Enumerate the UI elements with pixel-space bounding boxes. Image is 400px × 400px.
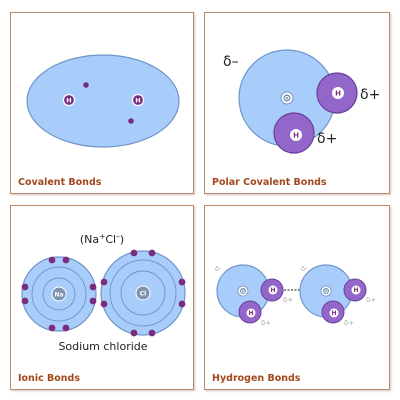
partial-positive-label-bottom: δ+ — [261, 319, 271, 327]
partial-positive-label-bottom: δ+ — [317, 131, 337, 147]
svg-text:O: O — [324, 289, 328, 295]
water-molecule-1: O H H δ- δ+ δ+ — [215, 264, 293, 327]
svg-text:H: H — [66, 97, 71, 105]
covalent-bond-diagram: H H — [26, 54, 180, 148]
partial-negative-label: δ- — [215, 265, 222, 273]
partial-positive-label-top: δ+ — [366, 296, 376, 304]
panel-caption: Ionic Bonds — [18, 373, 81, 384]
hydrogen-bonds-panel: O H H δ- δ+ δ+ O H H δ- δ+ δ+ Hydr — [204, 205, 390, 390]
covalent-bonds-panel: H H Covalent Bonds — [10, 12, 194, 194]
shared-electron — [83, 82, 89, 88]
svg-text:H: H — [135, 97, 140, 105]
chlorine-electrons — [100, 249, 186, 337]
ionic-bond-diagram: (Na+Cl–) Na Cl Sodi — [21, 232, 186, 353]
svg-text:O: O — [241, 289, 245, 295]
water-molecule-2: O H H δ- δ+ δ+ — [299, 264, 376, 327]
hydrogen-nucleus-top: H — [332, 87, 344, 99]
svg-text:H: H — [293, 132, 299, 140]
polar-covalent-bonds-panel: O H H δ– δ+ δ+ Polar Covalent Bonds — [204, 12, 390, 194]
svg-text:O: O — [285, 96, 290, 102]
hydrogen-bond-diagram: O H H δ- δ+ δ+ O H H δ- δ+ δ+ — [215, 264, 376, 327]
panel-caption: Hydrogen Bonds — [212, 373, 301, 384]
ionic-formula: (Na+Cl–) — [80, 232, 124, 246]
svg-text:H: H — [248, 310, 253, 317]
partial-positive-label-top: δ+ — [283, 296, 293, 304]
oxygen-nucleus: O — [280, 91, 294, 105]
partial-negative-label: δ- — [301, 265, 308, 273]
partial-negative-label: δ– — [223, 54, 239, 70]
svg-text:H: H — [335, 90, 341, 98]
svg-text:Cl: Cl — [140, 290, 146, 297]
partial-positive-label-bottom: δ+ — [344, 319, 354, 327]
polar-covalent-diagram: O H H δ– δ+ δ+ — [223, 49, 380, 154]
svg-text:H: H — [353, 287, 358, 294]
partial-positive-label-top: δ+ — [360, 87, 380, 103]
compound-name: Sodium chloride — [58, 340, 147, 353]
svg-text:H: H — [331, 310, 336, 317]
hydrogen-nucleus-right: H — [131, 93, 145, 107]
svg-text:Na: Na — [54, 291, 63, 298]
hydrogen-nucleus-left: H — [62, 93, 76, 107]
sodium-ion: Na — [21, 256, 97, 332]
shared-electron — [128, 118, 134, 124]
shared-electron-cloud — [26, 54, 180, 148]
panel-caption: Covalent Bonds — [18, 177, 102, 188]
sodium-electrons — [21, 256, 97, 332]
chlorine-ion: Cl — [100, 250, 186, 336]
svg-text:H: H — [270, 287, 275, 294]
ionic-bonds-panel: (Na+Cl–) Na Cl Sodi — [10, 205, 194, 390]
panel-caption: Polar Covalent Bonds — [212, 177, 327, 188]
hydrogen-nucleus-bottom: H — [290, 129, 302, 141]
